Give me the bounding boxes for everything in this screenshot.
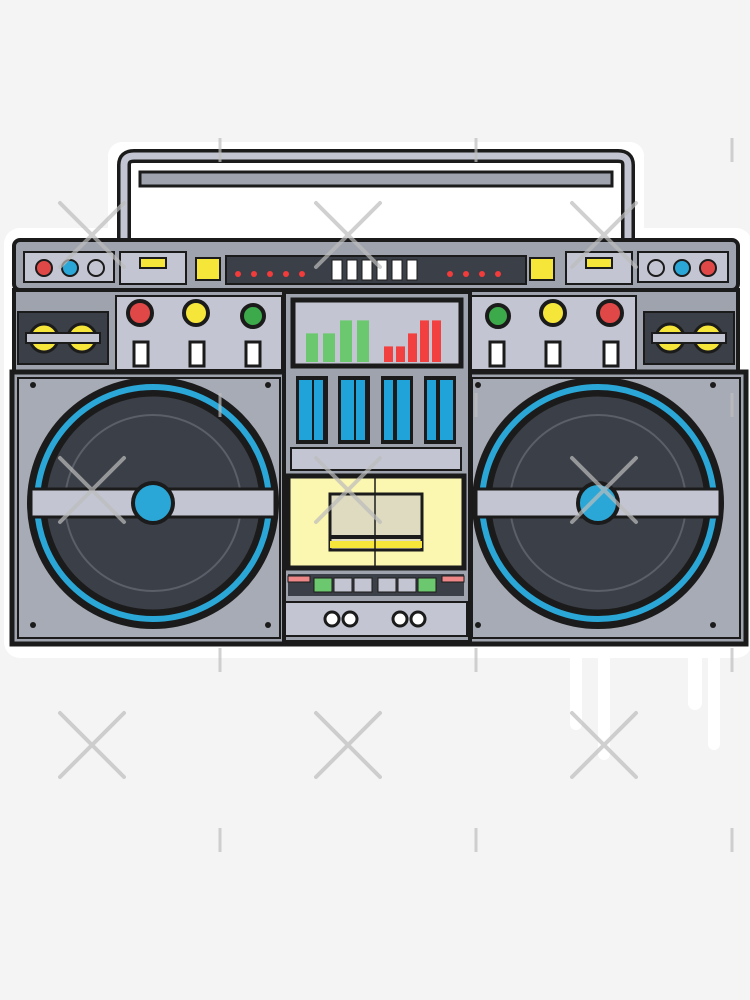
eq-bar — [306, 333, 318, 362]
top-control-strip — [12, 238, 740, 292]
watermark-tick — [730, 828, 734, 852]
eq-bar — [408, 333, 417, 362]
indicator-buttons-left — [35, 259, 105, 277]
led-switch — [376, 259, 388, 281]
screw — [710, 622, 716, 628]
knobs-left — [126, 299, 266, 329]
speaker-dustcap — [576, 481, 620, 525]
eq-bar — [340, 320, 352, 362]
watermark-tick — [730, 138, 734, 162]
eq-bar — [432, 320, 441, 362]
led — [463, 271, 469, 277]
center-console — [282, 290, 472, 644]
slider-bar — [397, 380, 410, 440]
tape-reel-right-icon — [651, 322, 727, 354]
watermark-x-icon — [570, 201, 638, 269]
watermark-x-icon — [314, 711, 382, 779]
screw — [265, 382, 271, 388]
led-switch — [331, 259, 343, 281]
screw — [265, 622, 271, 628]
indicator-buttons-right — [647, 259, 717, 277]
slider-handle — [427, 380, 436, 440]
led — [235, 271, 241, 277]
transport-buttons — [287, 574, 465, 596]
screw — [30, 622, 36, 628]
watermark-tick — [218, 138, 222, 162]
led — [495, 271, 501, 277]
watermark-tick — [218, 648, 222, 672]
speaker-dustcap — [131, 481, 175, 525]
eq-bar — [357, 320, 369, 362]
watermark-x-icon — [314, 456, 382, 524]
equalizer-display — [306, 320, 441, 362]
watermark-x-icon — [570, 711, 638, 779]
led — [251, 271, 257, 277]
watermark — [58, 138, 734, 852]
led-switch — [361, 259, 373, 281]
slider-handle — [384, 380, 393, 440]
eq-bar — [323, 333, 335, 362]
eq-bar — [420, 320, 429, 362]
watermark-tick — [218, 828, 222, 852]
speaker-left — [27, 377, 279, 629]
watermark-x-icon — [570, 456, 638, 524]
watermark-x-icon — [58, 456, 126, 524]
led — [479, 271, 485, 277]
led-switch — [346, 259, 358, 281]
slider-bar — [299, 380, 312, 440]
screw — [30, 382, 36, 388]
handle — [117, 149, 635, 245]
watermark-tick — [474, 393, 478, 417]
led — [299, 271, 305, 277]
watermark-x-icon — [58, 711, 126, 779]
led — [283, 271, 289, 277]
screw — [475, 382, 481, 388]
watermark-tick — [474, 828, 478, 852]
switches — [132, 340, 620, 368]
slider-handle — [314, 380, 323, 440]
screw — [475, 622, 481, 628]
speaker-right — [472, 377, 724, 629]
led-switch — [406, 259, 418, 281]
watermark-tick — [730, 648, 734, 672]
knobs-right — [485, 299, 624, 329]
watermark-tick — [474, 648, 478, 672]
watermark-x-icon — [58, 201, 126, 269]
slider-bank — [296, 376, 456, 444]
eq-bar — [396, 346, 405, 362]
audio-jacks — [284, 601, 468, 637]
tape-reel-left-icon — [25, 322, 101, 354]
led-switch — [391, 259, 403, 281]
watermark-x-icon — [314, 201, 382, 269]
slider-bar — [341, 380, 354, 440]
slider-bar — [440, 380, 453, 440]
led — [267, 271, 273, 277]
led-row — [235, 259, 501, 281]
watermark-tick — [218, 393, 222, 417]
led — [447, 271, 453, 277]
slider-handle — [356, 380, 365, 440]
eq-bar — [384, 346, 393, 362]
watermark-tick — [730, 393, 734, 417]
screw — [710, 382, 716, 388]
watermark-tick — [474, 138, 478, 162]
